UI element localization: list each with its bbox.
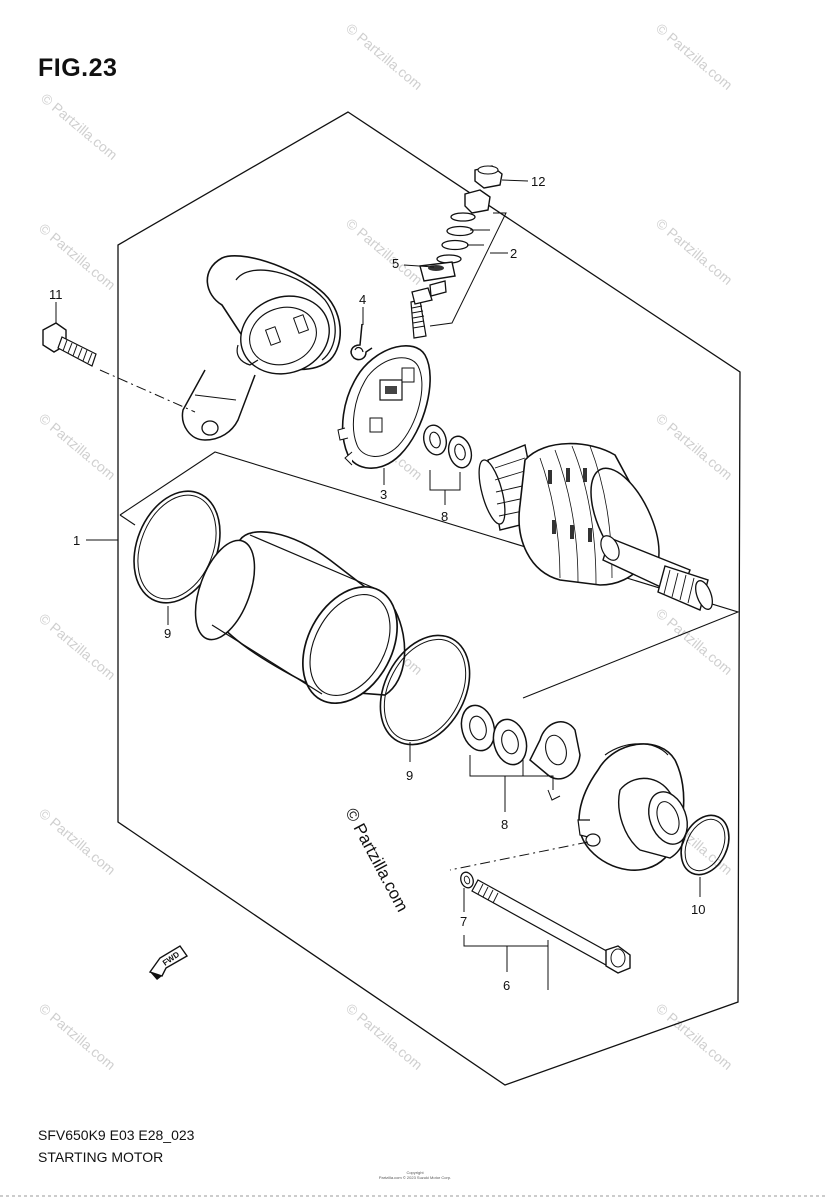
model-code: SFV650K9 E03 E28_023: [38, 1127, 195, 1143]
terminal-kit-2[interactable]: [410, 189, 491, 339]
diagram-watermark: © Partzilla.com: [341, 805, 412, 915]
washer-7[interactable]: [459, 870, 476, 889]
copyright-line-1: Copyright: [406, 1170, 424, 1175]
bolt-11[interactable]: [42, 322, 97, 367]
watermark: © Partzilla.com: [36, 1000, 119, 1073]
callout-1: 1: [73, 533, 80, 548]
watermark: © Partzilla.com: [36, 805, 119, 878]
callout-9-right: 9: [406, 768, 413, 783]
armature-group-outline: [119, 451, 740, 699]
callout-3: 3: [380, 487, 387, 502]
watermark: © Partzilla.com: [653, 215, 736, 288]
assembly-outline: [117, 111, 741, 1086]
callout-11: 11: [49, 287, 63, 302]
callout-2: 2: [510, 246, 517, 261]
front-housing[interactable]: [577, 743, 694, 871]
armature[interactable]: [474, 442, 716, 612]
watermark: © Partzilla.com: [343, 20, 426, 93]
callout-9-left: 9: [164, 626, 171, 641]
spring-clip-4[interactable]: [350, 323, 373, 361]
nut-12[interactable]: [474, 165, 503, 189]
watermark: © Partzilla.com: [36, 610, 119, 683]
callout-10: 10: [691, 902, 705, 917]
figure-caption: STARTING MOTOR: [38, 1149, 164, 1165]
watermark: © Partzilla.com: [36, 220, 119, 293]
callout-12: 12: [531, 174, 545, 189]
callout-5: 5: [392, 256, 399, 271]
washer-set-8-lower[interactable]: [457, 702, 581, 801]
callout-8-upper: 8: [441, 509, 448, 524]
callout-6: 6: [503, 978, 510, 993]
watermark: © Partzilla.com: [343, 1000, 426, 1073]
callout-8-lower: 8: [501, 817, 508, 832]
figure-title: FIG.23: [38, 54, 118, 82]
copyright-notice: Copyright Partzilla.com © 2023 Suzuki Mo…: [330, 1170, 500, 1180]
callout-7: 7: [460, 914, 467, 929]
copyright-line-2: Partzilla.com © 2023 Suzuki Motor Corp.: [378, 1175, 452, 1180]
yoke-case[interactable]: [184, 531, 416, 720]
o-ring-9-right[interactable]: [362, 620, 487, 760]
watermark: © Partzilla.com: [653, 20, 736, 93]
watermark: © Partzilla.com: [653, 1000, 736, 1073]
watermark: © Partzilla.com: [653, 410, 736, 483]
rear-housing[interactable]: [181, 255, 341, 441]
o-ring-10[interactable]: [672, 808, 738, 883]
through-bolt-6[interactable]: [471, 879, 631, 974]
fwd-arrow-icon: FWD: [148, 945, 189, 980]
watermark: © Partzilla.com: [343, 215, 426, 288]
watermark: © Partzilla.com: [36, 410, 119, 483]
watermark: © Partzilla.com: [38, 90, 121, 163]
washer-set-8-upper[interactable]: [420, 423, 474, 471]
callout-4: 4: [359, 292, 366, 307]
brush-holder-3[interactable]: [337, 345, 431, 469]
